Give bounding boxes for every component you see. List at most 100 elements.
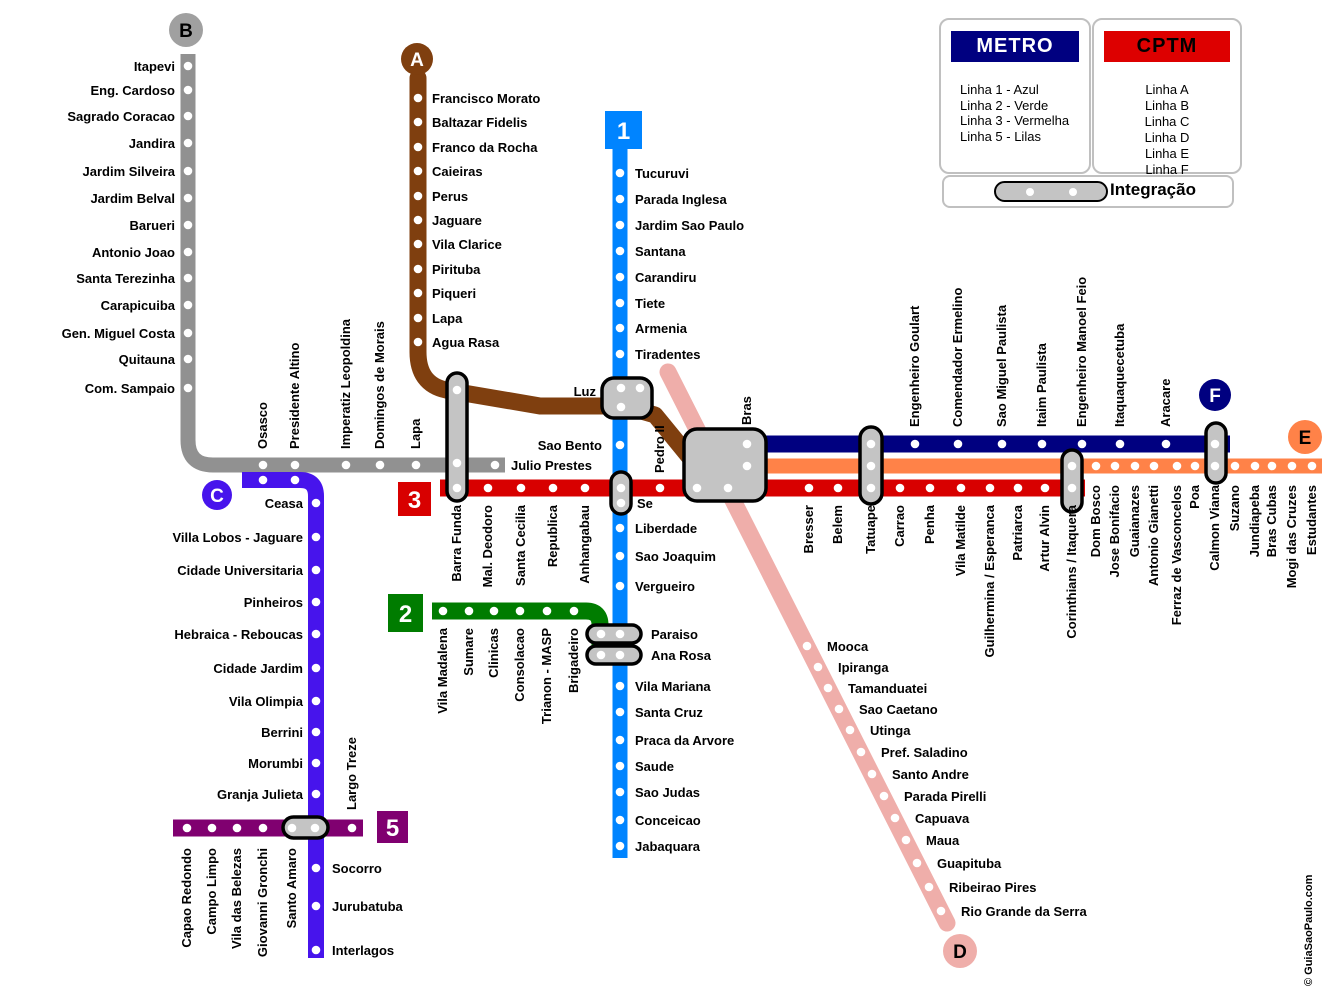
station-dot-tiete[interactable] (615, 298, 625, 308)
station-dot-santo-amaro[interactable] (310, 823, 320, 833)
station-dot-tamanduatei[interactable] (823, 683, 833, 693)
station-dot-santa-cruz[interactable] (615, 707, 625, 717)
station-dot-jurubatuba[interactable] (311, 901, 321, 911)
station-dot-antonio-gianetti[interactable] (1149, 461, 1159, 471)
station-dot-mal-deodoro[interactable] (483, 483, 493, 493)
station-dot-cptm-c[interactable] (290, 475, 300, 485)
integration-corinthians-itaquera[interactable] (1060, 448, 1084, 514)
station-dot-tiradentes[interactable] (615, 349, 625, 359)
station-dot-tucuruvi[interactable] (615, 168, 625, 178)
station-dot-imperatiz-leopoldina[interactable] (341, 460, 351, 470)
station-dot-sagrado-coracao[interactable] (183, 111, 193, 121)
station-dot-corinthians-itaquera[interactable] (1067, 483, 1077, 493)
station-dot-santana[interactable] (615, 246, 625, 256)
station-dot-jaguare[interactable] (413, 215, 423, 225)
station-dot-calmon-viana[interactable] (1210, 439, 1220, 449)
station-dot-granja-julieta[interactable] (311, 789, 321, 799)
station-dot-jose-bonifacio[interactable] (1110, 461, 1120, 471)
station-dot-bras[interactable] (692, 483, 702, 493)
station-dot-bras-cubas[interactable] (1267, 461, 1277, 471)
station-dot-osasco[interactable] (258, 460, 268, 470)
station-dot-maua[interactable] (901, 835, 911, 845)
station-dot-conceicao[interactable] (615, 815, 625, 825)
station-dot-mogi-das-cruzes[interactable] (1287, 461, 1297, 471)
station-dot-penha[interactable] (925, 483, 935, 493)
station-dot-perus[interactable] (413, 191, 423, 201)
station-dot-morumbi[interactable] (311, 758, 321, 768)
station-dot-cidade-jardim[interactable] (311, 663, 321, 673)
station-dot-bras[interactable] (742, 461, 752, 471)
station-dot-paraiso[interactable] (615, 629, 625, 639)
station-dot-caieiras[interactable] (413, 166, 423, 176)
station-dot-santo-amaro[interactable] (287, 823, 297, 833)
station-dot-domingos-de-morais[interactable] (375, 460, 385, 470)
integration-ana-rosa[interactable] (585, 644, 643, 666)
station-dot-bresser[interactable] (804, 483, 814, 493)
station-dot-largo-treze[interactable] (347, 823, 357, 833)
station-dot-ceasa[interactable] (311, 498, 321, 508)
station-dot-hebraica-reboucas[interactable] (311, 629, 321, 639)
station-dot-berrini[interactable] (311, 727, 321, 737)
station-dot-lapa[interactable] (411, 460, 421, 470)
station-dot-liberdade[interactable] (615, 523, 625, 533)
station-dot-ferraz-de-vasconcelos[interactable] (1172, 461, 1182, 471)
station-dot-itaim-paulista[interactable] (1037, 439, 1047, 449)
station-dot-carrao[interactable] (895, 483, 905, 493)
station-dot-vila-olimpia[interactable] (311, 696, 321, 706)
station-dot-sao-miguel-paulista[interactable] (997, 439, 1007, 449)
station-dot-suzano[interactable] (1230, 461, 1240, 471)
station-dot-com-sampaio[interactable] (183, 383, 193, 393)
station-dot-engenheiro-manoel-feio[interactable] (1077, 439, 1087, 449)
station-dot-julio-prestes[interactable] (490, 460, 500, 470)
station-dot-anhangabau[interactable] (580, 483, 590, 493)
station-dot-corinthians-itaquera[interactable] (1067, 461, 1077, 471)
station-dot-vila-clarice[interactable] (413, 239, 423, 249)
station-dot-estudantes[interactable] (1307, 461, 1317, 471)
station-dot-giovanni-gronchi[interactable] (258, 823, 268, 833)
station-dot-rio-grande-da-serra[interactable] (936, 906, 946, 916)
station-dot-pedro-ii[interactable] (655, 483, 665, 493)
station-dot-jardim-belval[interactable] (183, 193, 193, 203)
station-dot-bras[interactable] (723, 483, 733, 493)
station-dot-vergueiro[interactable] (615, 581, 625, 591)
station-dot-vila-madalena[interactable] (438, 606, 448, 616)
station-dot-vila-das-belezas[interactable] (232, 823, 242, 833)
station-dot-mooca[interactable] (802, 641, 812, 651)
station-dot-luz[interactable] (616, 383, 626, 393)
station-dot-patriarca[interactable] (1013, 483, 1023, 493)
station-dot-barra-funda[interactable] (452, 483, 462, 493)
station-dot-artur-alvin[interactable] (1040, 483, 1050, 493)
station-dot-saude[interactable] (615, 761, 625, 771)
station-dot-santa-cecilia[interactable] (516, 483, 526, 493)
station-dot-se[interactable] (616, 498, 626, 508)
station-dot-sao-judas[interactable] (615, 787, 625, 797)
station-dot-santa-terezinha[interactable] (183, 273, 193, 283)
station-dot-campo-limpo[interactable] (207, 823, 217, 833)
station-dot-tatuape[interactable] (866, 461, 876, 471)
station-dot-consolacao[interactable] (515, 606, 525, 616)
station-dot-parada-inglesa[interactable] (615, 194, 625, 204)
station-dot-francisco-morato[interactable] (413, 93, 423, 103)
station-dot-carapicuiba[interactable] (183, 300, 193, 310)
station-dot-utinga[interactable] (845, 725, 855, 735)
station-dot-villa-lobos-jaguare[interactable] (311, 532, 321, 542)
station-dot-gen-miguel-costa[interactable] (183, 328, 193, 338)
station-dot-luz[interactable] (616, 402, 626, 412)
station-dot-jundiapeba[interactable] (1250, 461, 1260, 471)
integration-barra-funda[interactable] (445, 371, 469, 503)
station-dot-jandira[interactable] (183, 138, 193, 148)
station-dot-praca-da-arvore[interactable] (615, 735, 625, 745)
station-dot-engenheiro-goulart[interactable] (910, 439, 920, 449)
station-dot-lapa[interactable] (413, 313, 423, 323)
station-dot-belem[interactable] (833, 483, 843, 493)
station-dot-sumare[interactable] (464, 606, 474, 616)
station-dot-capao-redondo[interactable] (182, 823, 192, 833)
station-dot-barra-funda[interactable] (452, 458, 462, 468)
station-dot-jardim-silveira[interactable] (183, 166, 193, 176)
station-dot-paraiso[interactable] (596, 629, 606, 639)
station-dot-eng-cardoso[interactable] (183, 85, 193, 95)
station-dot-antonio-joao[interactable] (183, 247, 193, 257)
station-dot-poa[interactable] (1190, 461, 1200, 471)
station-dot-tatuape[interactable] (866, 483, 876, 493)
integration-se[interactable] (609, 470, 633, 516)
